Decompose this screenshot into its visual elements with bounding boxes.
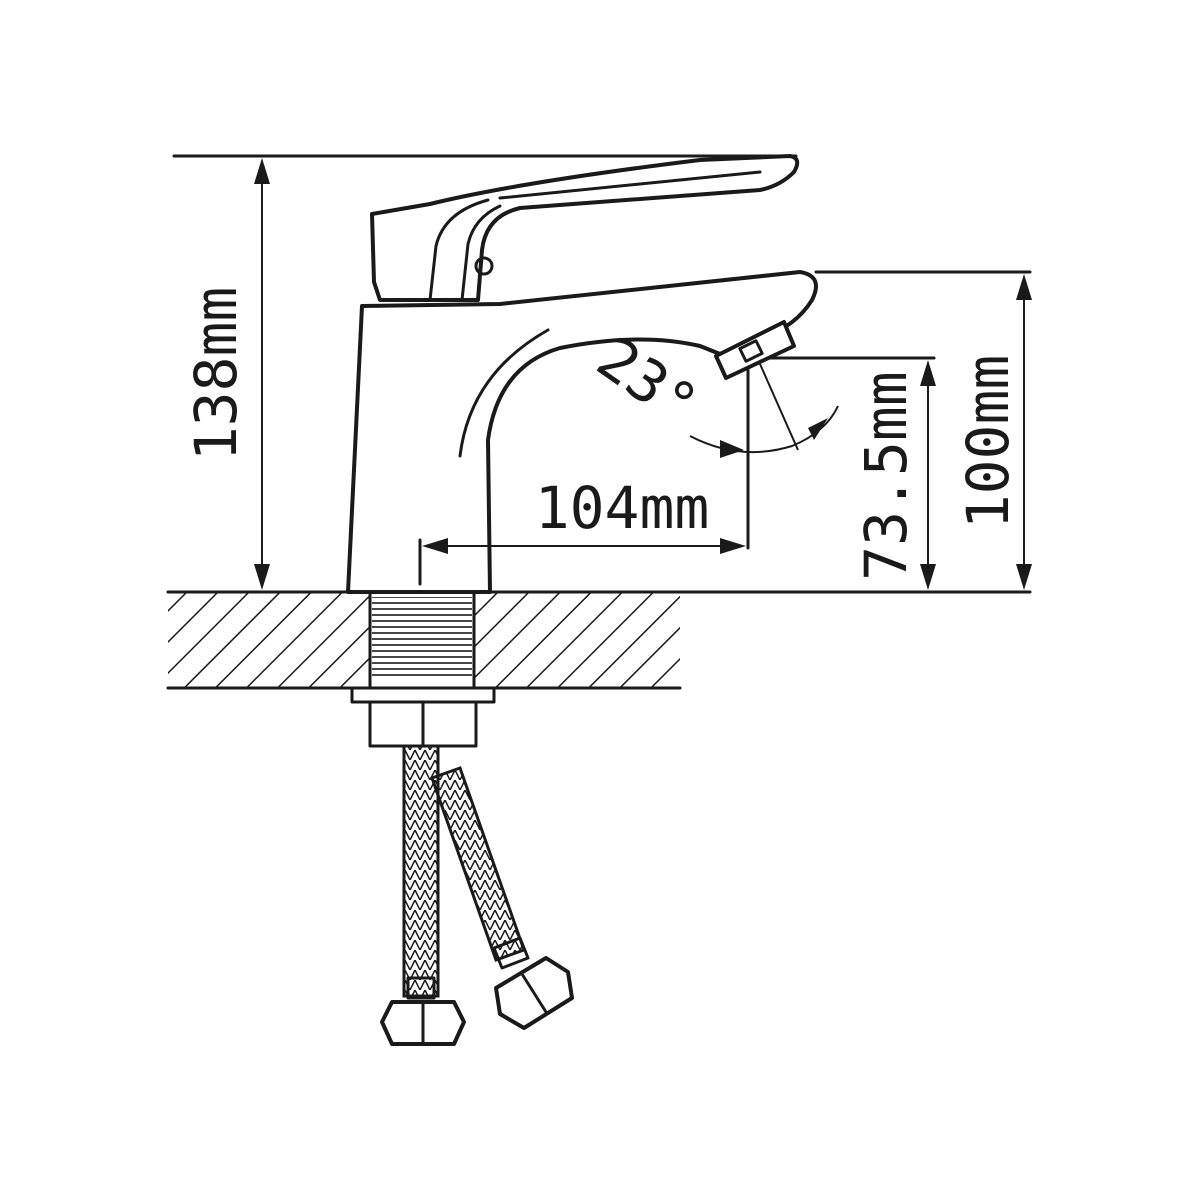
supply-hose-left [402, 744, 440, 1000]
countertop [166, 590, 1032, 690]
hex-nut-left [380, 1000, 466, 1046]
mounting-nut [368, 700, 478, 748]
label-outlet-height: 73.5mm [852, 371, 920, 581]
dimension-spout-reach: 104mm [418, 368, 750, 586]
dimension-total-height: 138mm [172, 154, 798, 590]
label-total-height: 138mm [182, 287, 250, 462]
dimension-spout-height: 100mm [814, 270, 1032, 590]
hex-nut-right [494, 956, 574, 1030]
label-spout-height: 100mm [954, 355, 1022, 530]
dimension-outlet-height: 73.5mm [768, 356, 936, 590]
label-spout-reach: 104mm [535, 474, 710, 542]
lever-handle [370, 154, 800, 302]
supply-hose-right [430, 766, 530, 970]
faucet-body [346, 270, 818, 594]
threaded-shank [350, 590, 496, 704]
